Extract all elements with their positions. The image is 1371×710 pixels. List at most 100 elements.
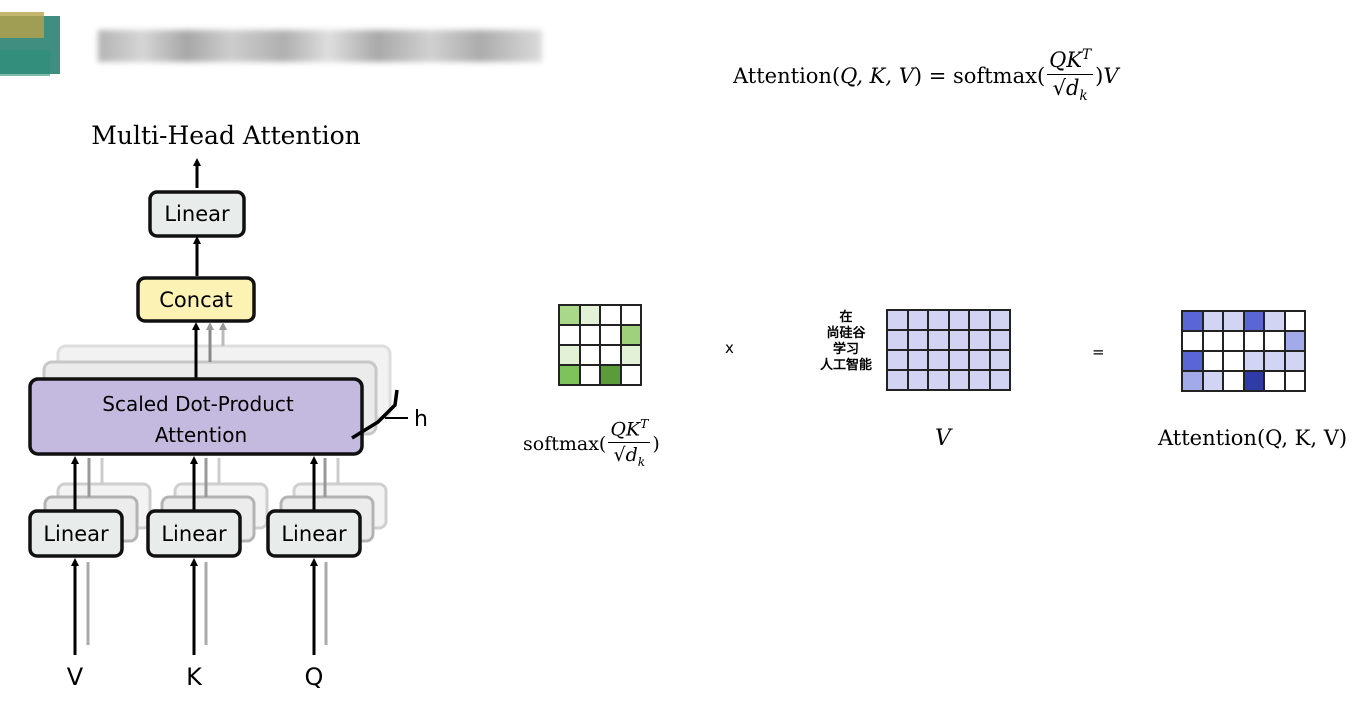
concat-box (136, 276, 256, 323)
matrix-cell (1284, 351, 1305, 371)
matrix-cell (1223, 351, 1244, 371)
matrix-cell (559, 345, 580, 365)
matrix-cell (928, 370, 949, 390)
matrix-cell (969, 350, 990, 370)
v-matrix-label: V (935, 426, 951, 451)
matrix-cell (1223, 331, 1244, 351)
formula-numerator: QK (1049, 48, 1083, 72)
matrix-cell (559, 365, 580, 385)
formula-tail: ) (1095, 64, 1104, 89)
sdpa-box (28, 377, 364, 456)
row-label: 学习 (832, 342, 859, 357)
matrix-cell (948, 330, 969, 350)
matrix-cell (620, 345, 641, 365)
matrix-cell (907, 370, 928, 390)
softmax-label-numerator-sup: T (640, 417, 649, 431)
matrix-cell (948, 350, 969, 370)
row-labels: 在 尚硅谷 学习 人工智能 (806, 310, 886, 374)
matrix-cell (1243, 351, 1264, 371)
formula-denominator: √d (1052, 76, 1080, 101)
times-operator: x (725, 339, 734, 357)
matrix-cell (1243, 371, 1264, 391)
softmax-label-prefix: softmax( (523, 432, 607, 455)
input-k-label: K (186, 663, 203, 691)
matrix-cell (579, 325, 600, 345)
concat-label: Concat (159, 288, 232, 312)
matrix-cell (1264, 311, 1285, 331)
formula-fraction: QKT √dk (1047, 47, 1094, 105)
matrix-cell (600, 325, 621, 345)
matrix-cell (907, 350, 928, 370)
matrix-cell (928, 330, 949, 350)
matrix-cell (1202, 311, 1223, 331)
matrix-cell (907, 310, 928, 330)
softmax-label-denominator-sub: k (637, 455, 646, 470)
matrix-cell (1284, 311, 1305, 331)
matrix-cell (600, 345, 621, 365)
diagram-title: Multi-Head Attention (91, 121, 360, 150)
formula-lhs-args: Q, K, V (840, 64, 914, 89)
matrix-cell (1243, 331, 1264, 351)
softmax-label-suffix: ) (652, 432, 660, 455)
matrix-cell (559, 325, 580, 345)
matrix-cell (887, 310, 908, 330)
matrix-cell (989, 350, 1010, 370)
matrix-cell (948, 370, 969, 390)
formula-denominator-sub: k (1079, 88, 1088, 105)
matrix-cell (928, 310, 949, 330)
matrix-cell (969, 310, 990, 330)
blurred-title (98, 30, 542, 62)
matrix-cell (1202, 371, 1223, 391)
matrix-cell (989, 310, 1010, 330)
matrix-cell (969, 330, 990, 350)
matrix-cell (928, 350, 949, 370)
input-q-label: Q (305, 663, 324, 691)
softmax-label-denominator: √d (613, 444, 638, 467)
matrix-cell (989, 330, 1010, 350)
row-label: 尚硅谷 (826, 326, 866, 341)
matrix-cell (1182, 311, 1203, 331)
matrix-cell (579, 305, 600, 325)
formula-lhs: Attention( (733, 64, 841, 89)
heads-label: h (414, 407, 428, 432)
logo-icon (0, 12, 60, 76)
matrix-cell (887, 330, 908, 350)
matrix-cell (579, 345, 600, 365)
matrix-cell (559, 305, 580, 325)
matrix-cell (1264, 351, 1285, 371)
matrix-cell (887, 370, 908, 390)
matrix-cell (1243, 311, 1264, 331)
matrix-cell (579, 365, 600, 385)
matrix-cell (1264, 371, 1285, 391)
sdpa-label-line1: Scaled Dot-Product (102, 392, 294, 416)
multi-head-attention-diagram: Multi-Head Attention Linear Concat Scale… (28, 121, 428, 691)
v-matrix (886, 309, 1011, 391)
linear-q-label: Linear (281, 522, 347, 546)
formula-eq-softmax: ) = softmax( (913, 64, 1046, 89)
linear-v-box (28, 509, 124, 558)
softmax-matrix (558, 304, 642, 386)
matrix-cell (620, 365, 641, 385)
matrix-cell (1223, 311, 1244, 331)
linear-k-label: Linear (161, 522, 227, 546)
matrix-cell (1284, 331, 1305, 351)
matrix-cell (1182, 331, 1203, 351)
softmax-label-fraction: QKT √dk (608, 417, 651, 470)
input-v-label: V (67, 663, 84, 691)
matrix-cell (1284, 371, 1305, 391)
attention-formula: Attention(Q, K, V) = softmax( QKT √dk )V (733, 47, 1119, 105)
matrix-cell (620, 325, 641, 345)
matrix-cell (600, 365, 621, 385)
matrix-cell (1202, 331, 1223, 351)
softmax-label: softmax( QKT √dk ) (523, 417, 660, 470)
linear-v-label: Linear (43, 522, 109, 546)
matrix-cell (1182, 371, 1203, 391)
matrix-cell (989, 370, 1010, 390)
attention-matrix-label: Attention(Q, K, V) (1158, 426, 1348, 450)
matrix-cell (969, 370, 990, 390)
matrix-cell (1223, 371, 1244, 391)
formula-tail-v: V (1103, 64, 1119, 89)
matrix-cell (620, 305, 641, 325)
matrix-cell (600, 305, 621, 325)
formula-numerator-sup: T (1082, 47, 1092, 63)
